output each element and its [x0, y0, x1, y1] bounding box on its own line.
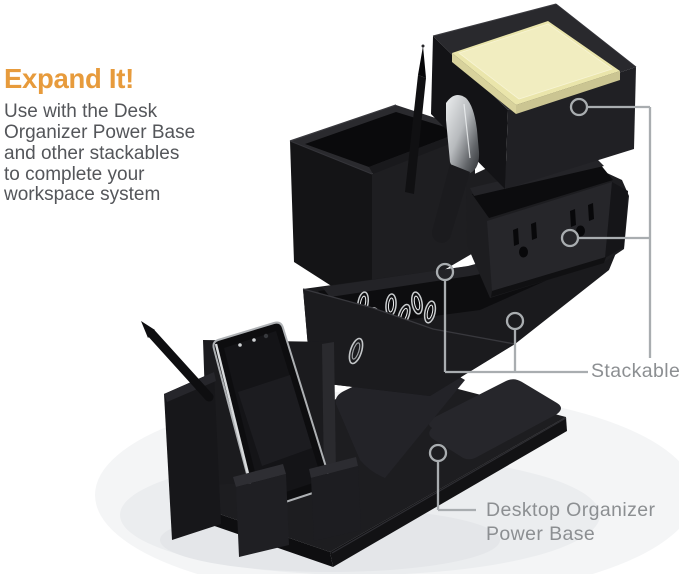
- phone-speaker-dot: [252, 338, 256, 342]
- sticky-notes: [452, 21, 620, 114]
- stackables-label: Stackables: [591, 360, 679, 382]
- smartphone: [212, 321, 332, 511]
- pens: [405, 44, 480, 243]
- phone-camera-dot: [263, 333, 269, 339]
- power-base-label: Desktop Organizer Power Base: [486, 499, 656, 545]
- callout-lines: [428, 97, 652, 512]
- phone-speaker-dot: [238, 343, 242, 347]
- ballpoint-pen: [405, 44, 426, 194]
- silver-pen: [432, 94, 480, 243]
- base-pad-right: [428, 379, 561, 460]
- headline: Expand It!: [4, 63, 134, 94]
- front-lip-left: [233, 464, 289, 557]
- description: Use with the Desk Organizer Power Base a…: [4, 101, 196, 206]
- paperclip-on-stand: [348, 337, 364, 365]
- phone-stand: [141, 321, 364, 557]
- power-outlet-module: [466, 154, 629, 298]
- stylus-pen: [141, 321, 214, 402]
- outlet-socket-right: [570, 203, 594, 237]
- outlet-socket-left: [513, 222, 537, 258]
- info-panel: Expand It! Use with the Desk Organizer P…: [4, 63, 234, 206]
- front-lip-right: [309, 457, 361, 541]
